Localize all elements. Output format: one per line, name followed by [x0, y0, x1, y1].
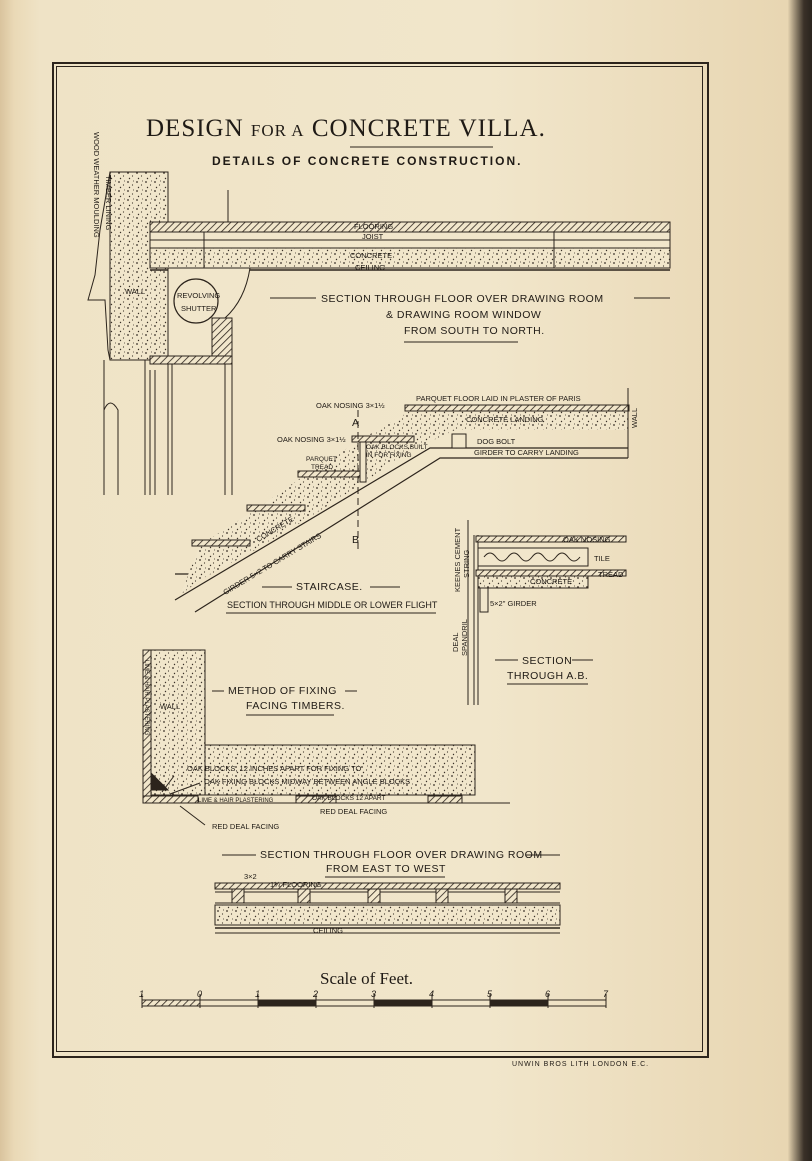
scale-tick-label: 7: [603, 989, 609, 999]
section-ew-heading-1: SECTION THROUGH FLOOR OVER DRAWING ROOM: [260, 849, 543, 861]
label-plastering-horizontal: LIME & HAIR PLASTERING: [198, 798, 274, 804]
fixing-heading-1: METHOD OF FIXING: [228, 685, 337, 697]
title-word-design: DESIGN: [146, 115, 244, 142]
label-shutter: SHUTTER: [181, 304, 217, 313]
lithographer-imprint: UNWIN BROS LITH LONDON E.C.: [512, 1061, 650, 1068]
label-tile: TILE: [594, 554, 610, 563]
label-flooring-ew: 1¼ FLOORING: [270, 880, 322, 889]
title-word-for-a: FOR A: [250, 121, 305, 140]
staircase-section: [174, 388, 630, 613]
label-wall-fixing: WALL: [160, 702, 181, 711]
scale-tick-label: 0: [197, 989, 203, 999]
inner-border: [56, 66, 703, 1052]
label-spandril: SPANDRIL: [460, 619, 469, 656]
section1-heading-line2: & DRAWING ROOM WINDOW: [386, 309, 542, 321]
label-girder-landing: GIRDER TO CARRY LANDING: [474, 448, 579, 457]
title-word-villa: CONCRETE VILLA.: [311, 115, 546, 142]
label-ceiling-ew: CEILING: [313, 926, 344, 935]
page-title: DESIGN FOR A CONCRETE VILLA.: [146, 116, 546, 141]
label-joist: JOIST: [362, 232, 384, 241]
label-concrete-ab: CONCRETE: [530, 577, 573, 586]
label-oak-blocks-1: OAK BLOCKS BUILT: [366, 444, 428, 451]
section1-heading-line3: FROM SOUTH TO NORTH.: [404, 325, 545, 337]
label-oak-blocks-apart: OAK BLOCKS 12 APART: [312, 795, 386, 802]
label-plastering-vertical: LIME & HAIR PLASTERING: [143, 660, 149, 736]
label-dog-bolt: DOG BOLT: [477, 437, 516, 446]
label-oak-blocks-2: IN FOR FIXING: [366, 452, 412, 459]
label-wall-1: WALL: [125, 287, 146, 296]
scale-tick-label: 4: [429, 989, 435, 999]
scale-tick-label: 5: [487, 989, 493, 999]
label-parquet-tread-2: TREAD: [311, 464, 334, 471]
staircase-subheading: SECTION THROUGH MIDDLE OR LOWER FLIGHT: [227, 600, 438, 610]
label-concrete-landing: CONCRETE LANDING: [466, 415, 544, 424]
staircase-heading: STAIRCASE.: [296, 581, 363, 593]
scale-title: Scale of Feet.: [320, 969, 413, 988]
fixing-heading-2: FACING TIMBERS.: [246, 700, 345, 712]
label-weather-moulding: WOOD WEATHER MOULDING: [92, 132, 101, 238]
scale-tick-label: 2: [313, 989, 319, 999]
floor-section-east-west: [214, 882, 561, 934]
label-keenes-cement: KEENES CEMENT: [453, 527, 462, 592]
label-oak-blocks-12: OAK BLOCKS, 12 INCHES APART FOR FIXING T…: [187, 764, 362, 773]
label-oak-fixing-blocks: OAK FIXING BLOCKS MIDWAY BETWEEN ANGLE B…: [204, 777, 411, 786]
section1-heading-line1: SECTION THROUGH FLOOR OVER DRAWING ROOM: [321, 293, 604, 305]
label-string: STRING: [462, 549, 471, 578]
label-red-deal-facing-2: RED DEAL FACING: [212, 822, 280, 831]
label-red-deal-facing-1: RED DEAL FACING: [320, 807, 388, 816]
label-girder-ab: 5×2" GIRDER: [490, 599, 537, 608]
heading-rules: [212, 146, 670, 878]
page-subtitle: DETAILS OF CONCRETE CONSTRUCTION.: [212, 154, 523, 168]
fixing-timbers-diagram: [142, 649, 510, 826]
scale-tick-label: 3: [371, 989, 377, 999]
section-ew-heading-2: FROM EAST TO WEST: [326, 863, 446, 875]
label-oak-nosing-ab: OAK NOSING: [563, 535, 611, 544]
scale-tick-label: 1: [255, 989, 261, 999]
label-dim-3x2: 3×2: [244, 872, 257, 881]
label-oak-nosing-2: OAK NOSING 3×1½: [277, 435, 346, 444]
label-concrete-1: CONCRETE: [350, 251, 393, 260]
floor-section-south-north: [87, 171, 671, 495]
label-flooring: FLOORING: [354, 222, 394, 231]
label-section-mark-a: A: [352, 417, 360, 429]
scale-tick-label: 1: [139, 989, 145, 999]
section-ab-heading-2: THROUGH A.B.: [507, 670, 589, 682]
section-ab-diagram: [467, 520, 627, 705]
label-parquet-floor: PARQUET FLOOR LAID IN PLASTER OF PARIS: [416, 394, 581, 403]
label-deal: DEAL: [451, 632, 460, 652]
label-tread: TREAD: [598, 570, 624, 579]
scale-bar: [141, 994, 607, 1008]
scale-tick-label: 6: [545, 989, 551, 999]
outer-border: [52, 62, 709, 1058]
label-ceiling-1: CEILING: [355, 263, 386, 272]
label-parquet-tread-1: PARQUET: [306, 456, 337, 463]
section-ab-heading-1: SECTION: [522, 655, 573, 667]
label-oak-nosing-top: OAK NOSING 3×1½: [316, 401, 385, 410]
label-section-mark-b: B: [352, 534, 360, 546]
label-revolving: REVOLVING: [177, 291, 221, 300]
label-wall-stairs: WALL: [630, 407, 639, 428]
label-timber-lining: TIMBER LINING: [104, 175, 113, 231]
